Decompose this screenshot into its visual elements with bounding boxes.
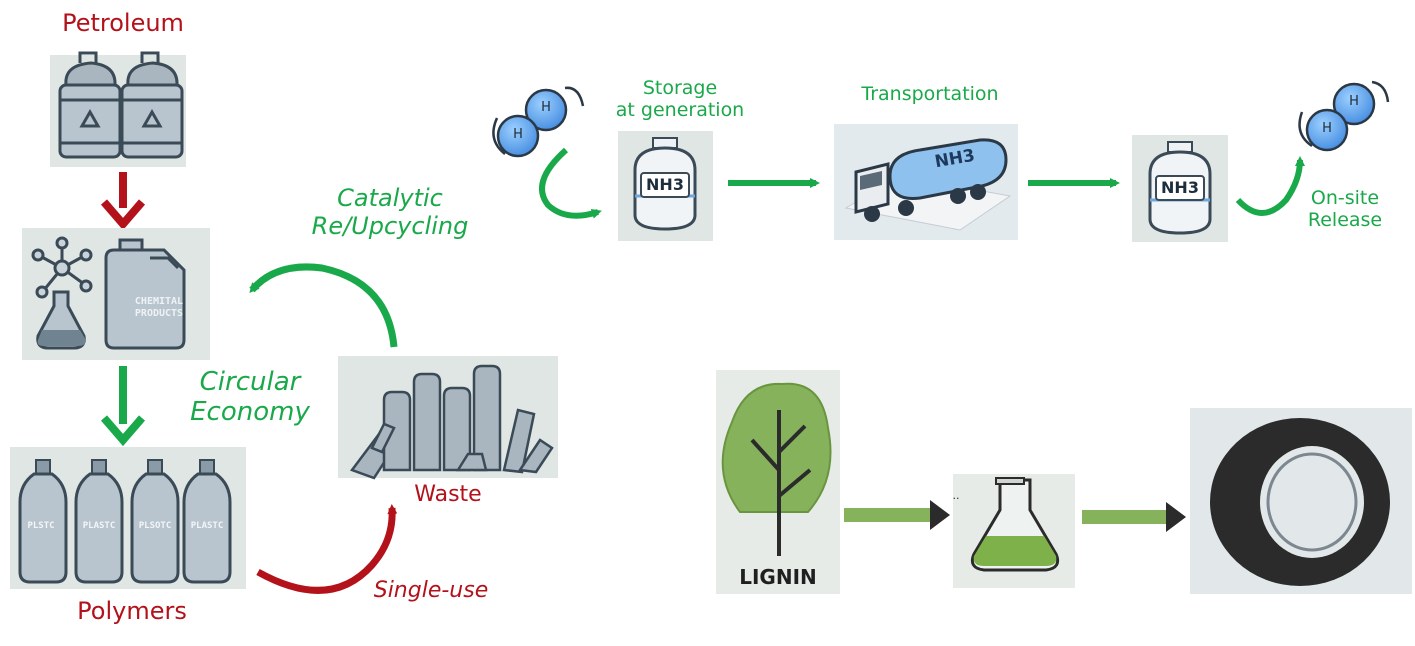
hydrogen-molecule-left [492,86,585,158]
nh3-label: NH3 [1161,178,1199,197]
bottle-icon [182,459,232,584]
dots-mark: .. [952,489,960,502]
truck-cab-icon [854,162,890,214]
chemical-products-text: CHEMITAL PRODUCTS [134,296,184,319]
flask-icon [36,290,86,350]
tire-image [1190,408,1412,594]
polymer-bottles-image [10,447,246,589]
h-atom-label: H [513,127,523,142]
nh3-release-tank-image [1132,135,1228,242]
nh3-storage-tank-image [618,131,713,241]
h-atom-label: H [1349,94,1359,109]
polymers-label: Polymers [77,597,187,625]
nh3-label: NH3 [646,175,684,194]
catalytic-recycling-arrow [249,263,398,348]
chemical-products-image [22,228,210,360]
circular-economy-label: Circular Economy [190,367,310,427]
onsite-release-label: On-site Release [1307,187,1383,231]
arrow-lignin-to-flask [844,500,950,530]
lignin-tree-image [716,370,840,594]
flask-image [953,474,1075,588]
arrow-petroleum-to-chemicals [100,172,146,231]
tank-icon [120,51,184,159]
tanker-body-icon [888,138,1008,201]
arrow-chemicals-to-polymers [100,366,146,447]
storage-label: Storage at generation [615,77,745,121]
bottle-label: PLASTC [82,521,116,531]
bottle-icon [74,459,124,584]
release-arrow [1235,156,1305,216]
h-atom-label: H [1322,121,1332,136]
molecule-icon [31,236,93,299]
transportation-label: Transportation [861,83,999,105]
plastic-waste-image [338,356,558,480]
bottle-icon [18,459,68,584]
waste-label: Waste [414,482,482,507]
storage-arrow [539,147,602,219]
petroleum-label: Petroleum [62,9,184,37]
bottle-label: PLASTC [190,521,224,531]
bottle-label: PLSTC [27,521,55,531]
single-use-arrow [256,504,398,594]
tank-icon [58,51,122,159]
nh3-truck-image [834,124,1018,240]
jerrycan-icon [104,238,186,350]
hydrogen-molecule-right [1298,80,1390,152]
petroleum-tanks-image [50,51,186,167]
catalytic-upcycling-label: Catalytic Re/Upcycling [311,184,469,240]
bottle-label: PLSOTC [138,521,172,531]
arrow-flask-to-tire [1082,502,1186,532]
h-atom-label: H [541,100,551,115]
single-use-label: Single-use [373,578,489,603]
bottle-icon [130,459,180,584]
lignin-label: LIGNIN [739,565,817,589]
